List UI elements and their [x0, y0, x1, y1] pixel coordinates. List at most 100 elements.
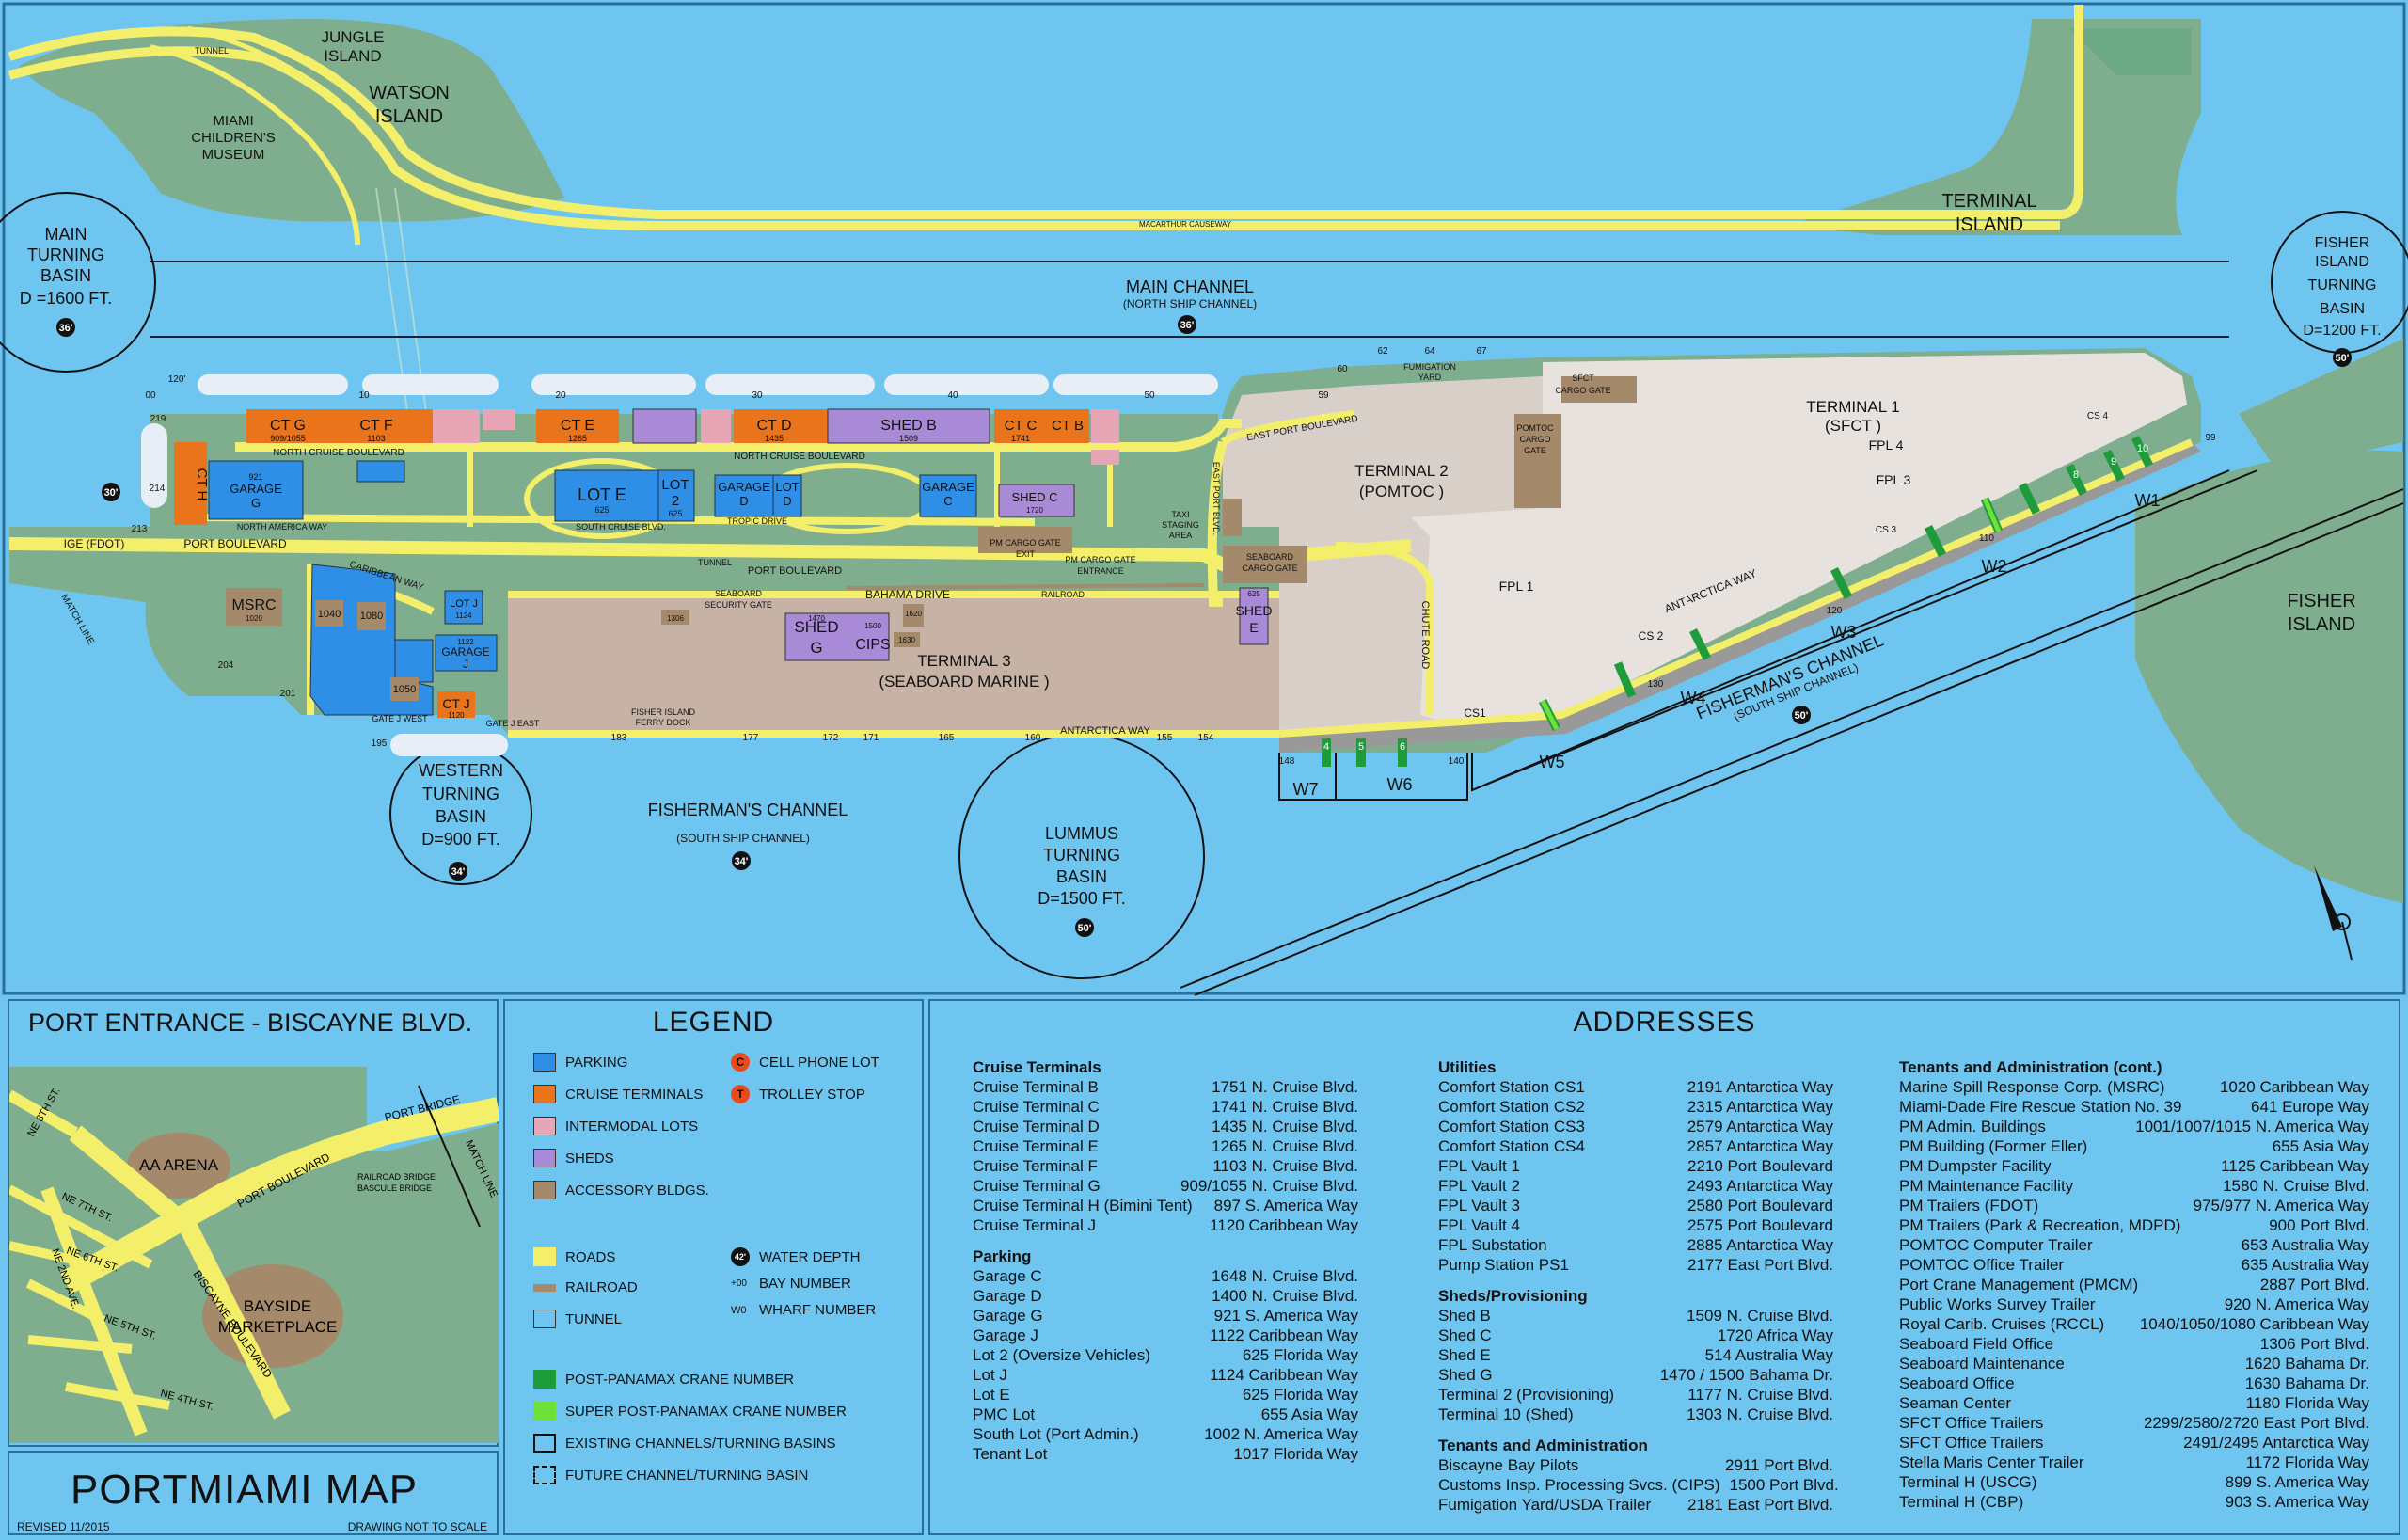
- road-north-america: NORTH AMERICA WAY: [237, 522, 327, 532]
- road-south-cruise: SOUTH CRUISE BLVD.: [576, 522, 666, 532]
- label-bascule: BASCULE BRIDGE: [357, 1183, 432, 1193]
- legend-railroad: RAILROAD: [533, 1279, 638, 1295]
- gate-seaboard: SEABOARD: [1246, 552, 1294, 562]
- address-value: 903 S. America Way: [2225, 1493, 2369, 1511]
- address-value: 1751 N. Cruise Blvd.: [1212, 1078, 1358, 1096]
- road-tunnel: TUNNEL: [698, 558, 732, 567]
- address-value: 2579 Antarctica Way: [1687, 1118, 1833, 1135]
- depth-main-basin: 36': [59, 323, 73, 334]
- bay-00: 00: [145, 390, 156, 401]
- label-tunnel: TUNNEL: [195, 46, 229, 56]
- label-msrc-n: 1020: [246, 614, 262, 623]
- basin-lummus-2: TURNING: [1043, 846, 1120, 865]
- address-place: Cruise Terminal B: [973, 1078, 1099, 1096]
- address-place: Terminal 2 (Provisioning): [1438, 1386, 1615, 1404]
- wharf-w3: W3: [1831, 623, 1857, 642]
- label-fishermans-channel: FISHERMAN'S CHANNEL: [648, 801, 848, 819]
- basin-fisher-4: BASIN: [2320, 301, 2365, 317]
- bay-165: 165: [939, 733, 955, 743]
- label-shed-c-n: 1720: [1026, 506, 1043, 515]
- basin-western-3: BASIN: [436, 807, 486, 826]
- address-place: Comfort Station CS1: [1438, 1078, 1585, 1096]
- label-b1620: 1620: [905, 610, 922, 618]
- cruise-terminals: [174, 409, 1089, 718]
- scale-note: DRAWING NOT TO SCALE: [347, 1520, 487, 1533]
- bay-110: 110: [1979, 533, 1994, 544]
- label-pomtoc-gate-3: GATE: [1524, 446, 1546, 455]
- label-terminal-3: TERMINAL 3: [917, 652, 1011, 670]
- address-value: 920 N. America Way: [2224, 1295, 2369, 1313]
- legend-water-depth: 42'WATER DEPTH: [731, 1247, 861, 1266]
- address-value: 653 Australia Way: [2241, 1236, 2369, 1254]
- address-value: 641 Europe Way: [2251, 1098, 2369, 1116]
- wharf-w7: W7: [1293, 780, 1319, 799]
- address-value: 1620 Bahama Dr.: [2244, 1355, 2369, 1373]
- address-value: 1017 Florida Way: [1233, 1445, 1358, 1463]
- label-sfct-gate-2: CARGO GATE: [1555, 386, 1610, 395]
- label-watson-2: ISLAND: [375, 106, 443, 127]
- label-cs3: CS 3: [1876, 525, 1897, 535]
- label-garage-j-2: J: [463, 658, 468, 671]
- wharf-w2: W2: [1982, 557, 2007, 576]
- address-place: Biscayne Bay Pilots: [1438, 1456, 1579, 1474]
- address-row: PM Trailers (FDOT)975/977 N. America Way: [1899, 1196, 2369, 1215]
- address-place: Pump Station PS1: [1438, 1256, 1569, 1274]
- address-row: Customs Insp. Processing Svcs. (CIPS)150…: [1438, 1475, 1839, 1495]
- address-section-heading: Tenants and Administration (cont.): [1899, 1058, 2162, 1076]
- gate-pm-exit-2: EXIT: [1016, 549, 1036, 559]
- address-value: 1002 N. America Way: [1204, 1425, 1358, 1443]
- sheds: [632, 408, 1269, 661]
- label-terminal-1-sub: (SFCT ): [1825, 417, 1881, 435]
- address-value: 1720 Africa Way: [1717, 1326, 1833, 1344]
- basin-lummus-3: BASIN: [1056, 867, 1107, 886]
- address-value: 2177 East Port Blvd.: [1687, 1256, 1833, 1274]
- address-row: Terminal 10 (Shed)1303 N. Cruise Blvd.: [1438, 1405, 1833, 1424]
- depth-lummus: 50': [1078, 923, 1092, 934]
- label-fumigation: FUMIGATION: [1403, 362, 1456, 372]
- address-value: 1001/1007/1015 N. America Way: [2135, 1118, 2369, 1135]
- label-ct-d-n: 1435: [765, 434, 784, 443]
- address-value: 655 Asia Way: [2272, 1137, 2369, 1155]
- label-garage-g-2: G: [251, 496, 261, 510]
- bay-62: 62: [1377, 346, 1388, 357]
- address-value: 1630 Bahama Dr.: [2244, 1374, 2369, 1392]
- label-main-channel-sub: (NORTH SHIP CHANNEL): [1123, 297, 1257, 310]
- address-place: Cruise Terminal J: [973, 1216, 1097, 1234]
- bay-213: 213: [132, 524, 148, 534]
- address-place: Terminal H (USCG): [1899, 1473, 2037, 1491]
- legend-sheds: SHEDS: [533, 1149, 614, 1167]
- address-row: Terminal H (CBP)903 S. America Way: [1899, 1492, 2369, 1512]
- port-entrance-title: PORT ENTRANCE - BISCAYNE BLVD.: [28, 1008, 473, 1037]
- label-cips: CIPS: [855, 637, 890, 653]
- label-ct-e: CT E: [561, 418, 594, 434]
- bay-40: 40: [947, 390, 958, 401]
- label-terminal-2: TERMINAL 2: [1354, 462, 1449, 480]
- bay-160: 160: [1025, 733, 1041, 743]
- bay-155: 155: [1157, 733, 1173, 743]
- basin-fisher-2: ISLAND: [2315, 254, 2369, 270]
- address-value: 975/977 N. America Way: [2193, 1197, 2369, 1215]
- address-row: PM Building (Former Eller)655 Asia Way: [1899, 1136, 2369, 1156]
- gate-pm-ent: PM CARGO GATE: [1065, 555, 1135, 564]
- basin-fisher-3: TURNING: [2308, 278, 2377, 294]
- label-b1306: 1306: [667, 614, 684, 623]
- address-value: 655 Asia Way: [1260, 1405, 1358, 1423]
- depth-western-basin: 34': [452, 866, 466, 878]
- label-museum-2: CHILDREN'S: [191, 130, 276, 146]
- address-value: 1265 N. Cruise Blvd.: [1212, 1137, 1358, 1155]
